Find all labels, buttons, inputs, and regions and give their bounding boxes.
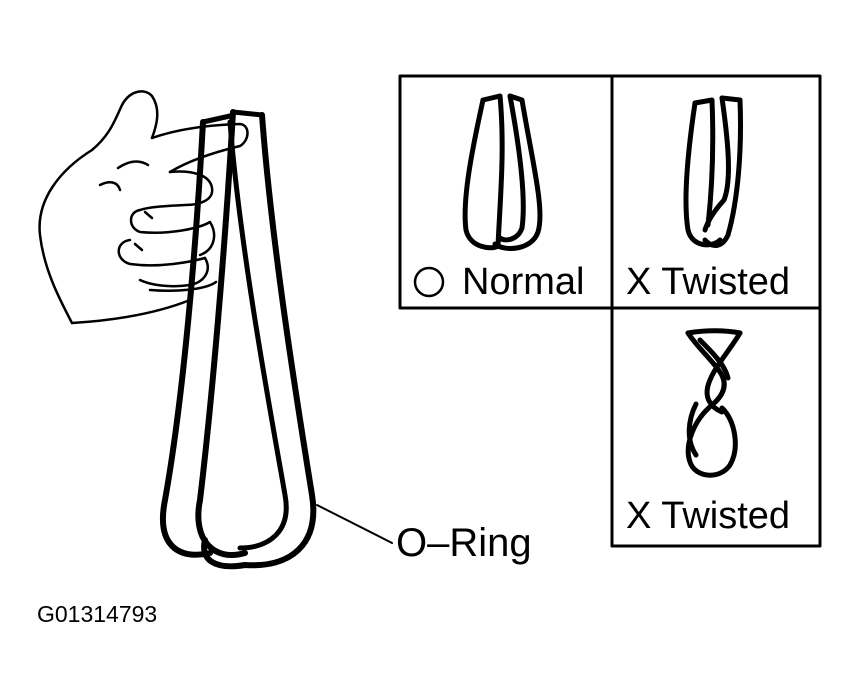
figure-code: G01314793 <box>37 601 158 627</box>
normal-ring-icon <box>462 93 543 251</box>
twisted-ring-icon-2 <box>685 328 743 478</box>
o-ring-icon <box>160 109 317 570</box>
o-ring-callout-label: O–Ring <box>396 521 532 565</box>
normal-label: Normal <box>462 261 585 303</box>
panel-twisted-2-frame <box>610 306 822 548</box>
circle-mark-icon <box>413 266 445 298</box>
twisted-label-1: X Twisted <box>626 261 791 303</box>
leader-line <box>316 504 393 544</box>
hand-holding-icon <box>38 90 249 325</box>
twisted-label-2: X Twisted <box>626 495 791 537</box>
twisted-ring-icon-1 <box>683 95 743 248</box>
